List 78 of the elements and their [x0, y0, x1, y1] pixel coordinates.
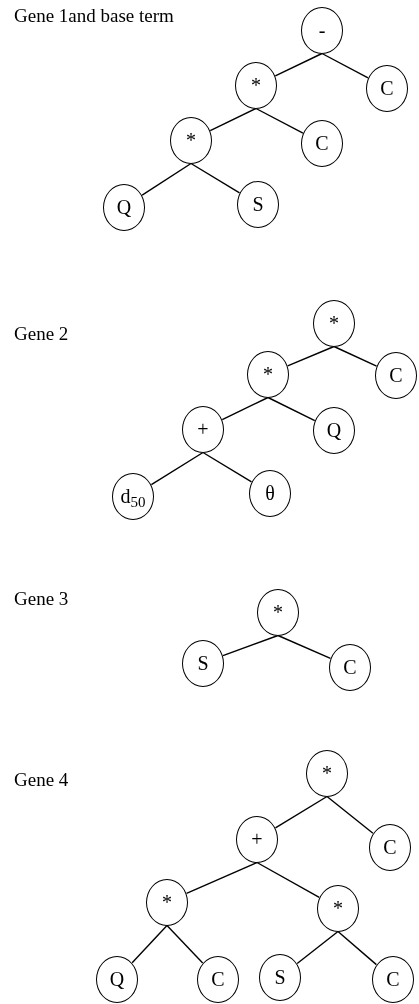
node-symbol: S — [252, 194, 264, 214]
tree-branch-line — [274, 52, 323, 77]
node-symbol: - — [318, 20, 326, 40]
tree-node-ellipse — [237, 180, 279, 228]
tree-node-ellipse — [247, 350, 289, 398]
tree-branch-line — [337, 930, 378, 966]
tree-node-ellipse — [313, 299, 355, 347]
node-symbol: θ — [265, 483, 275, 503]
tree-node-ellipse — [103, 183, 145, 231]
tree-node-ellipse — [306, 749, 348, 797]
node-symbol: C — [389, 365, 403, 385]
tree-node-ellipse — [146, 878, 188, 926]
tree-branch-line — [131, 924, 168, 964]
node-symbol: Q — [116, 197, 132, 217]
tree-branch-line — [185, 861, 258, 895]
tree-branch-line — [277, 634, 332, 660]
node-symbol: * — [333, 898, 343, 918]
tree-node-ellipse — [317, 884, 359, 932]
tree-node-ellipse — [366, 64, 408, 112]
tree-node-ellipse — [313, 406, 355, 454]
tree-branch-line — [190, 162, 241, 194]
tree-branch-line — [296, 930, 339, 965]
tree-node-ellipse — [257, 588, 299, 636]
tree-node-ellipse — [197, 955, 239, 1003]
tree-node-ellipse — [329, 643, 371, 691]
tree-node-ellipse — [236, 815, 278, 863]
node-symbol: * — [162, 892, 172, 912]
tree-branch-line — [267, 396, 316, 422]
node-symbol: C — [380, 78, 394, 98]
node-symbol: + — [197, 419, 209, 439]
tree-branch-line — [287, 345, 335, 367]
node-symbol: C — [211, 969, 225, 989]
node-symbol: S — [274, 967, 286, 987]
tree-branch-line — [150, 451, 204, 486]
tree-branch-line — [166, 924, 204, 964]
tree-node-ellipse — [170, 116, 212, 164]
node-symbol: * — [322, 763, 332, 783]
node-symbol: Q — [326, 420, 342, 440]
gene-heading: Gene 3 — [14, 587, 69, 611]
tree-branch-line — [333, 345, 378, 367]
node-symbol: S — [197, 653, 209, 673]
tree-branch-line — [274, 795, 328, 829]
node-symbol: C — [315, 133, 329, 153]
node-symbol: * — [329, 313, 339, 333]
node-symbol: C — [383, 837, 397, 857]
tree-branch-line — [326, 795, 374, 835]
tree-node-ellipse — [112, 472, 154, 520]
tree-node-ellipse — [369, 823, 411, 871]
node-symbol: d$_{50}$ — [120, 486, 146, 506]
tree-node-ellipse — [235, 61, 277, 109]
node-symbol: Q — [109, 969, 125, 989]
tree-branch-line — [321, 52, 369, 79]
tree-node-ellipse — [372, 955, 414, 1003]
tree-node-ellipse — [182, 639, 224, 687]
tree-branch-line — [222, 634, 279, 657]
tree-node-ellipse — [182, 405, 224, 453]
tree-branch-line — [202, 451, 253, 483]
tree-node-ellipse — [301, 119, 343, 167]
tree-node-ellipse — [249, 469, 291, 517]
tree-node-ellipse — [96, 955, 138, 1003]
node-symbol: * — [273, 602, 283, 622]
tree-branch-line — [221, 396, 269, 421]
tree-node-ellipse — [375, 351, 417, 399]
tree-node-ellipse — [301, 6, 343, 54]
node-symbol: * — [251, 75, 261, 95]
node-symbol: + — [251, 829, 263, 849]
node-symbol: * — [263, 364, 273, 384]
gene-heading: Gene 1and base term — [14, 4, 174, 28]
tree-branch-line — [255, 107, 304, 134]
gene-heading: Gene 4 — [14, 768, 69, 792]
gene-heading: Gene 2 — [14, 322, 69, 346]
node-symbol: * — [186, 130, 196, 150]
tree-node-ellipse — [259, 953, 301, 1001]
tree-branch-line — [209, 107, 257, 132]
tree-branch-line — [141, 162, 192, 196]
node-symbol: C — [386, 969, 400, 989]
node-symbol: C — [343, 657, 357, 677]
tree-branch-line — [256, 861, 320, 899]
